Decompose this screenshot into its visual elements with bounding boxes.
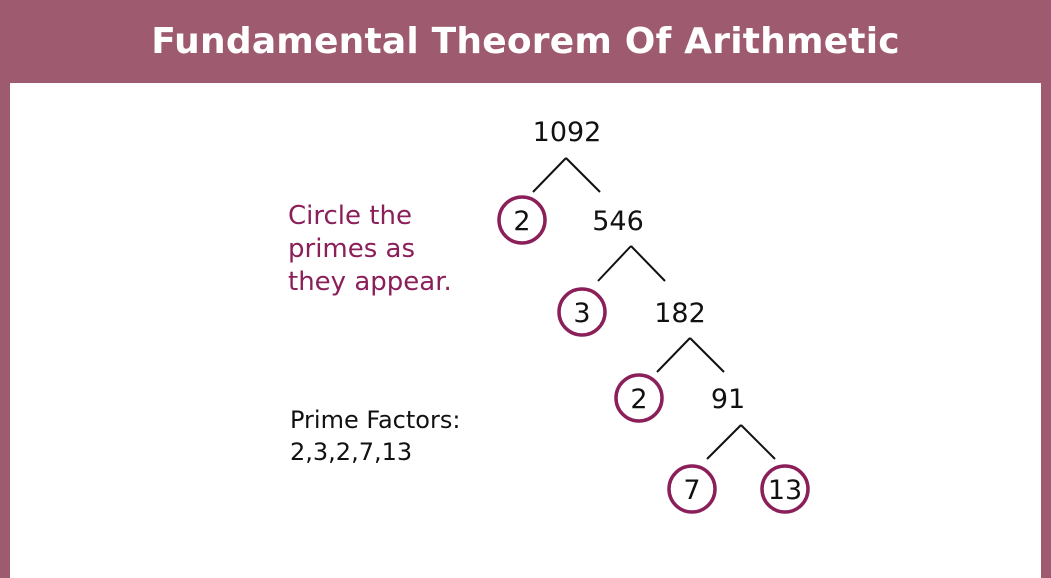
prime-circle-3 [557,287,607,337]
prime-2b: 2 [630,384,647,415]
branch-91-left [706,424,742,460]
branch-182-right [689,337,725,373]
prime-circle-7 [667,464,717,514]
branch-91-right [740,424,776,460]
instruction-note: Circle the primes as they appear. [288,200,518,299]
note-line-2: primes as [288,234,416,264]
tree-root: 1092 [533,117,602,148]
composite-182: 182 [654,298,706,329]
composite-546: 546 [592,206,644,237]
prime-circle-13 [760,464,810,514]
title-banner: Fundamental Theorem Of Arithmetic [0,0,1051,83]
prime-3: 3 [573,298,590,329]
prime-factors-label: Prime Factors: [290,406,461,434]
note-line-3: they appear. [288,267,452,297]
frame-border-left [0,0,10,578]
branch-182-left [656,337,691,373]
branch-546-left [597,245,632,282]
branch-1092-right [565,157,601,193]
note-line-1: Circle the [288,201,412,231]
branch-1092-left [532,157,567,193]
prime-13: 13 [768,475,802,506]
page-title: Fundamental Theorem Of Arithmetic [151,21,900,62]
frame-border-right [1041,0,1051,578]
prime-circle-2a [497,195,547,245]
prime-7: 7 [683,475,700,506]
prime-factors-list: 2,3,2,7,13 [290,438,413,466]
branch-546-right [630,245,666,282]
prime-circle-2b [614,373,664,423]
prime-factors-summary: Prime Factors: 2,3,2,7,13 [290,404,550,468]
composite-91: 91 [711,384,745,415]
prime-2a: 2 [513,206,530,237]
